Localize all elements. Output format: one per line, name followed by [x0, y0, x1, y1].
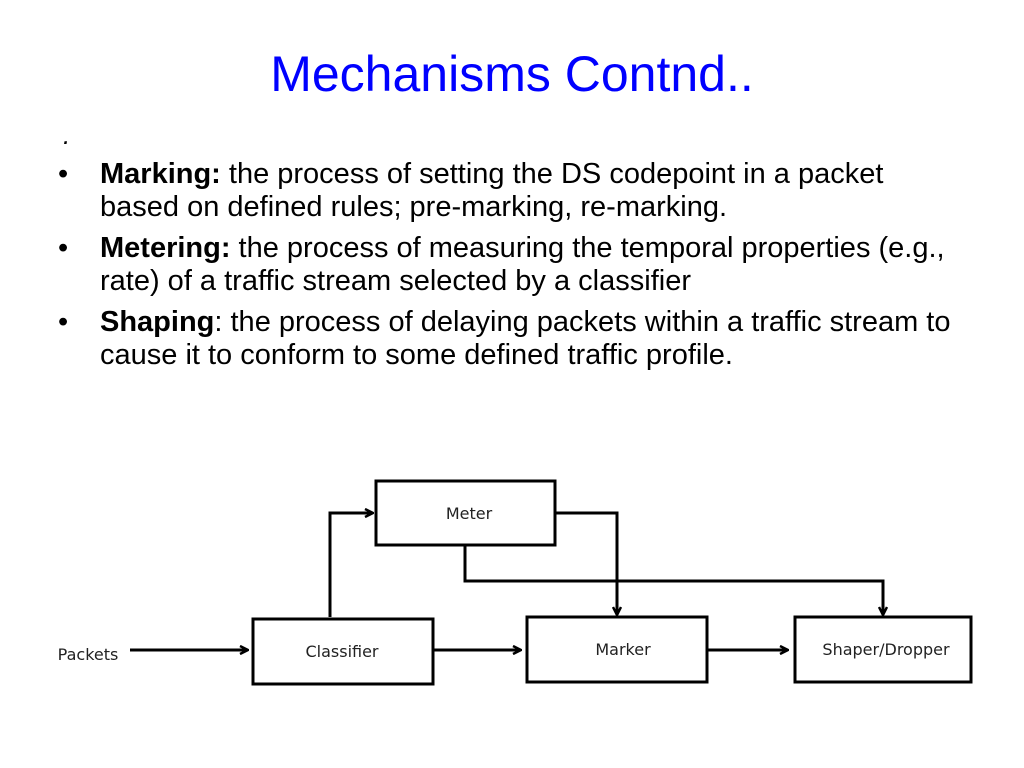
meter-box [374, 479, 557, 547]
bullet-shaping: • Shaping: the process of delaying packe… [58, 306, 968, 372]
bullet-symbol: • [58, 232, 69, 264]
packets-label: Packets [58, 645, 119, 664]
meter-to-marker-arrow [555, 511, 617, 615]
meter-label: Meter [446, 504, 493, 523]
bullet-marking: • Marking: the process of setting the DS… [58, 158, 968, 224]
bullet-text: : the process of delaying packets within… [100, 306, 951, 371]
bullet-text: the process of setting the DS codepoint … [100, 158, 884, 223]
classifier-label: Classifier [305, 642, 378, 661]
marker-box [525, 615, 709, 684]
bullet-metering: • Metering: the process of measuring the… [58, 232, 968, 298]
classifier-box [251, 617, 435, 686]
classifier-to-meter-arrow [328, 513, 373, 617]
slide-title: Mechanisms Contnd.. [270, 46, 754, 102]
meter-to-shaper-arrow [463, 546, 883, 615]
bullet-term: Marking: [100, 158, 221, 190]
marker-label: Marker [595, 640, 651, 659]
shaper-dropper-label: Shaper/Dropper [822, 640, 950, 659]
bullet-list: • Marking: the process of setting the DS… [58, 158, 968, 380]
bullet-term: Shaping [100, 306, 215, 338]
stray-mark: . [63, 120, 71, 150]
shaper-dropper-box [793, 615, 973, 684]
bullet-text: the process of measuring the temporal pr… [100, 232, 945, 297]
bullet-symbol: • [58, 306, 69, 338]
bullet-term: Metering: [100, 232, 231, 264]
bullet-symbol: • [58, 158, 69, 190]
traffic-conditioner-diagram: Packets Meter Classifier Marker Shaper/D… [58, 479, 973, 686]
